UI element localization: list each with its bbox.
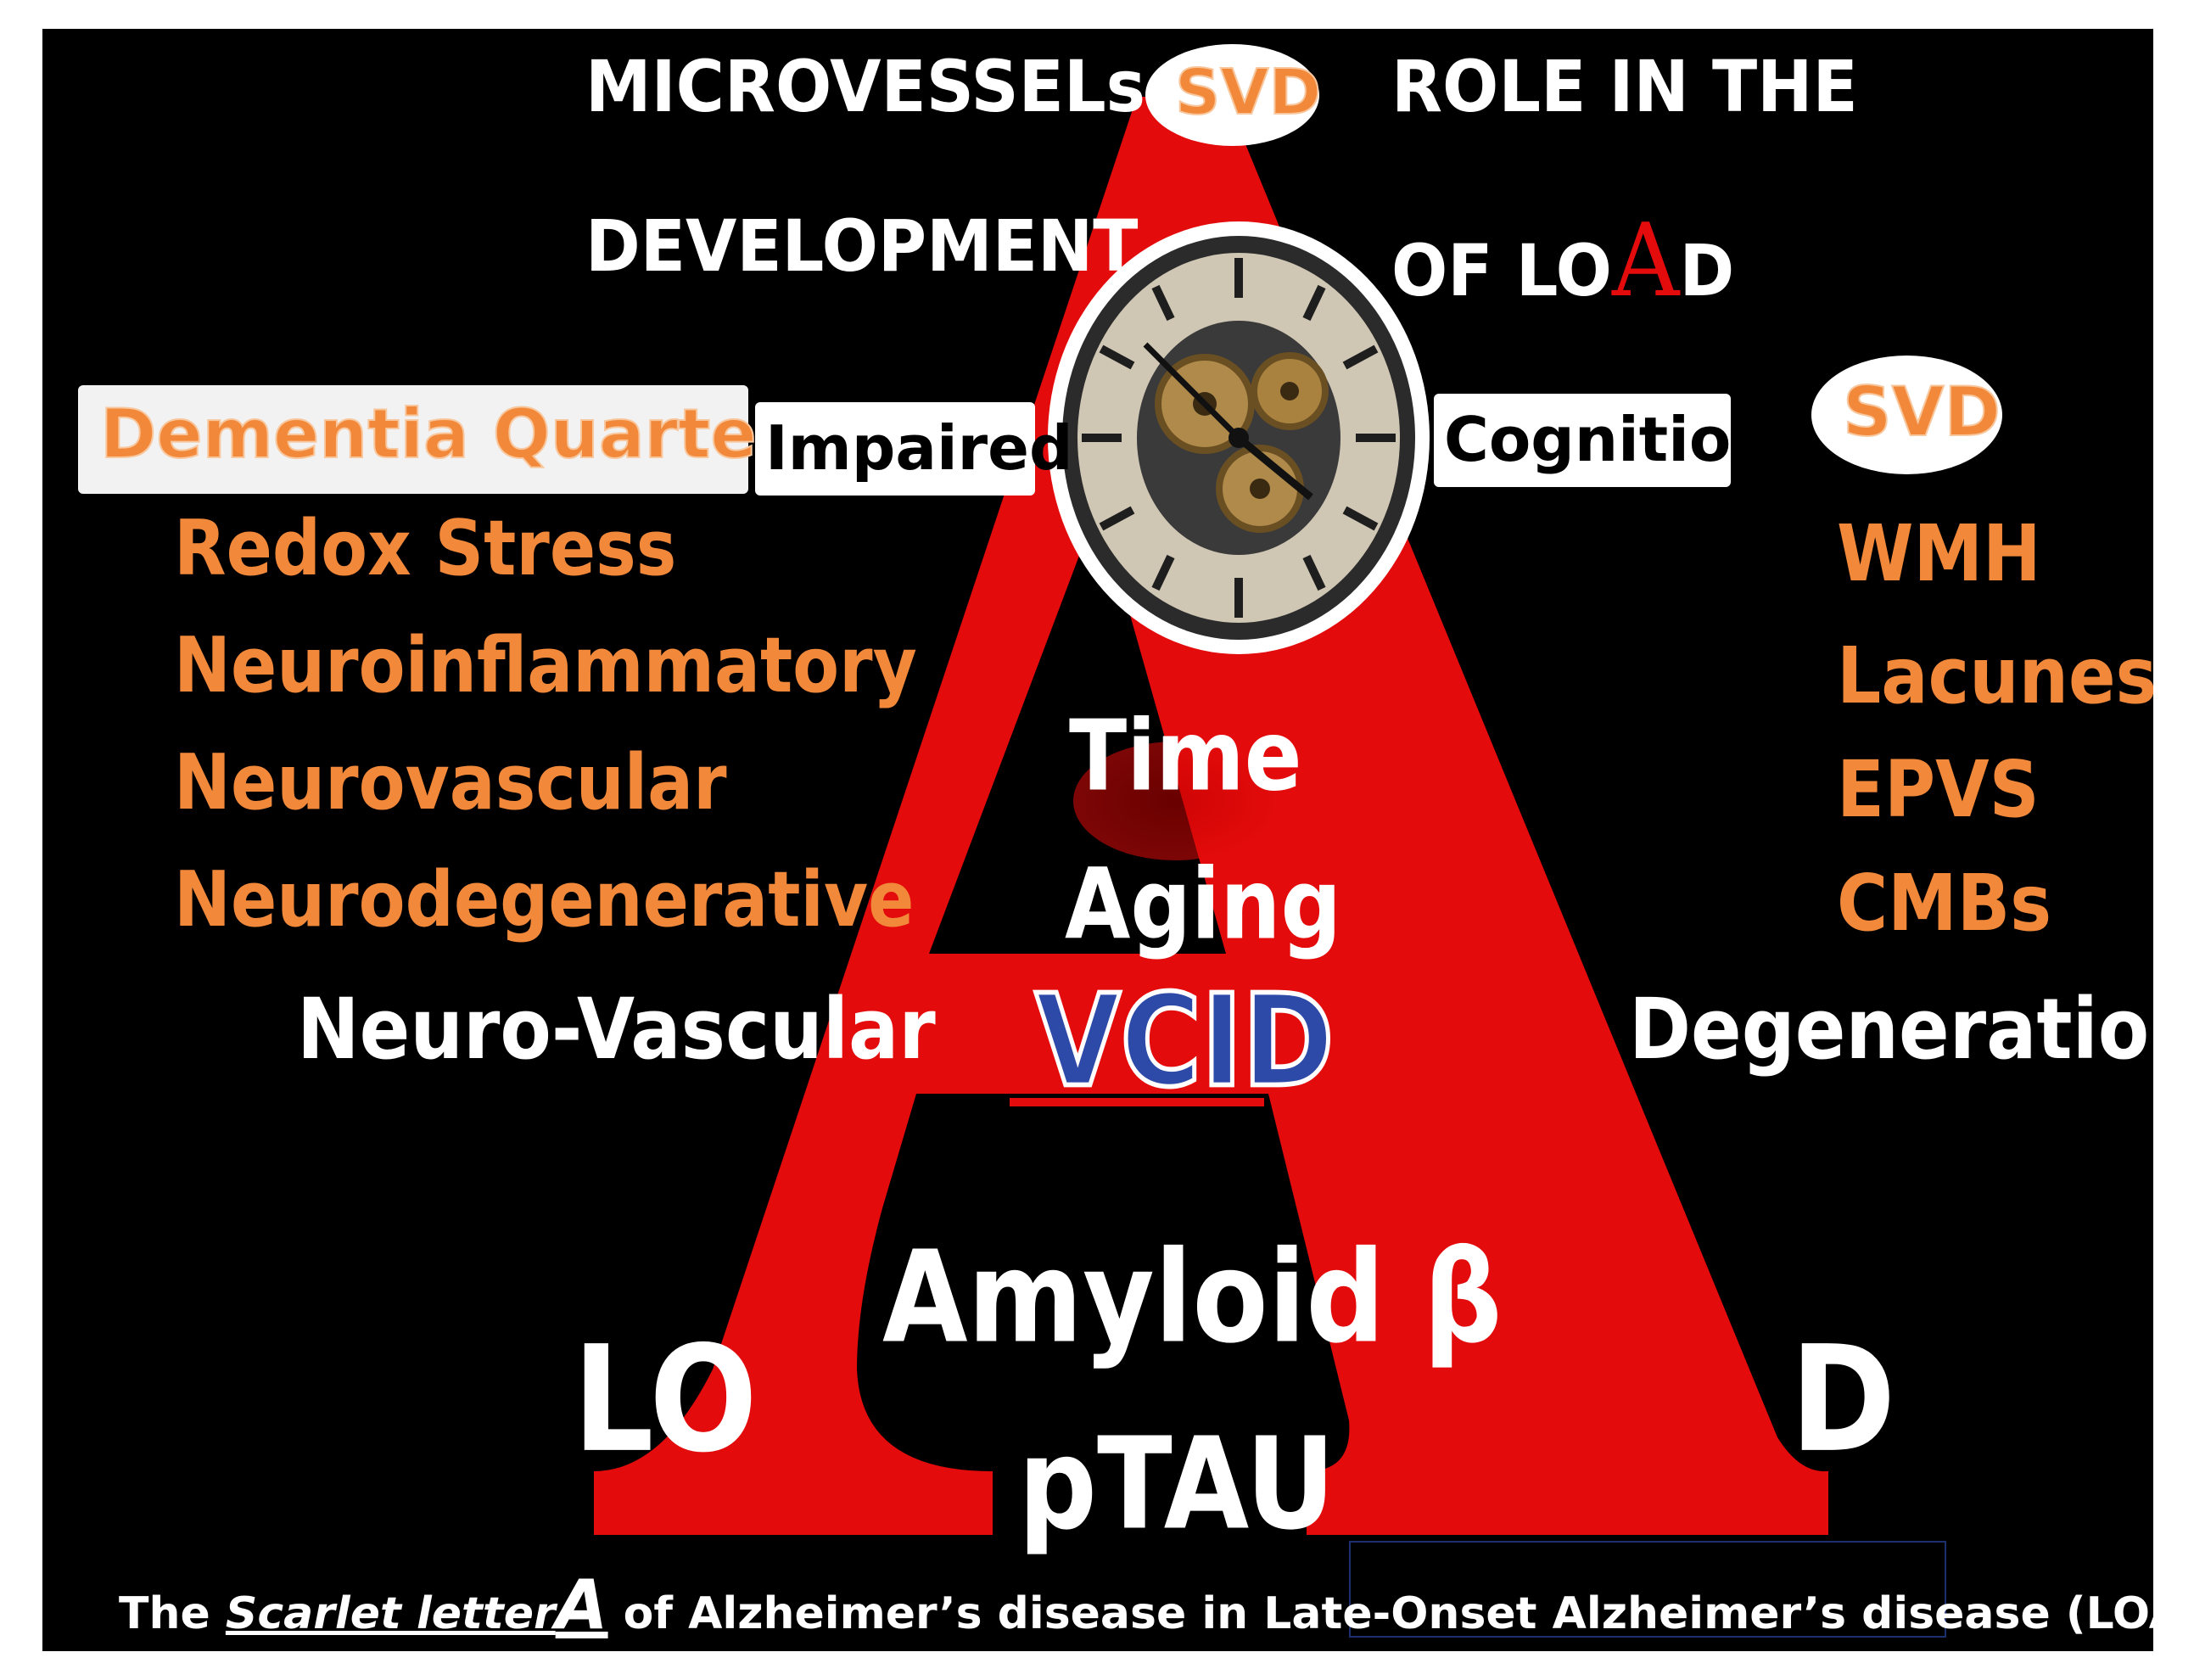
cognition-box [1434, 394, 1731, 487]
header-line1-left: MICROVESSELs [585, 46, 1146, 129]
side-degeneration: Degeneration [1629, 980, 2153, 1078]
top-svd-label: SVD [1174, 56, 1322, 129]
caption-suffix: of Alzheimer’s disease in Late-Onset Alz… [607, 1588, 2153, 1639]
quartet-item-redox: Redox Stress [174, 504, 677, 593]
svd-item-lacunes: Lacunes [1837, 631, 2153, 722]
center-time: Time [1069, 698, 1302, 814]
load-d: D [1790, 1315, 1896, 1486]
caption-scarlet: Scarlet letter [225, 1588, 556, 1639]
header-scarlet-a: A [1611, 201, 1680, 320]
header-line2-left: DEVELOPMENT [585, 205, 1139, 288]
svd-item-cmbs: CMBs [1837, 859, 2052, 949]
header-line2-right: OF LOAD [1391, 210, 1734, 311]
quartet-item-neuroinflammatory: Neuroinflammatory [174, 621, 917, 710]
caption: The Scarlet letterA of Alzheimer’s disea… [119, 1571, 2153, 1639]
right-svd-label: SVD [1842, 372, 2001, 451]
center-vcid: VCID [1033, 966, 1335, 1116]
center-ptau: pTAU [1018, 1409, 1335, 1559]
center-amyloid: Amyloid β [882, 1223, 1503, 1372]
header-line1-right: ROLE IN THE [1391, 46, 1858, 129]
dementia-quartet-title: Dementia Quartet [99, 395, 790, 473]
quartet-item-neurovascular: Neurovascular [174, 738, 727, 827]
right-svd-oval [1811, 356, 2002, 474]
impaired-label: Impaired [765, 412, 1073, 484]
svd-item-wmh: WMH [1837, 509, 2041, 600]
figure-panel: MICROVESSELs SVD ROLE IN THE DEVELOPMENT… [42, 29, 2153, 1651]
center-aging: Aging [1065, 847, 1342, 962]
svd-item-epvs: EPVS [1837, 745, 2040, 836]
load-lo: LO [573, 1315, 758, 1486]
clock-icon [1048, 221, 1430, 654]
caption-outline [1349, 1541, 1946, 1638]
side-neuro-vascular: Neuro-Vascular [297, 980, 936, 1078]
quartet-item-neurodegenerative: Neurodegenerative [174, 855, 915, 944]
header-line2-prefix: OF LO [1391, 230, 1612, 313]
header-line2-suffix: D [1679, 230, 1735, 313]
dementia-quartet-box [78, 385, 748, 494]
cognition-label: Cognition [1444, 404, 1775, 475]
top-svd-oval [1145, 44, 1319, 146]
impaired-box [755, 402, 1035, 496]
caption-prefix: The [119, 1588, 226, 1639]
scarlet-letter-a [594, 97, 1828, 1535]
caption-letter-a: A [555, 1565, 608, 1644]
